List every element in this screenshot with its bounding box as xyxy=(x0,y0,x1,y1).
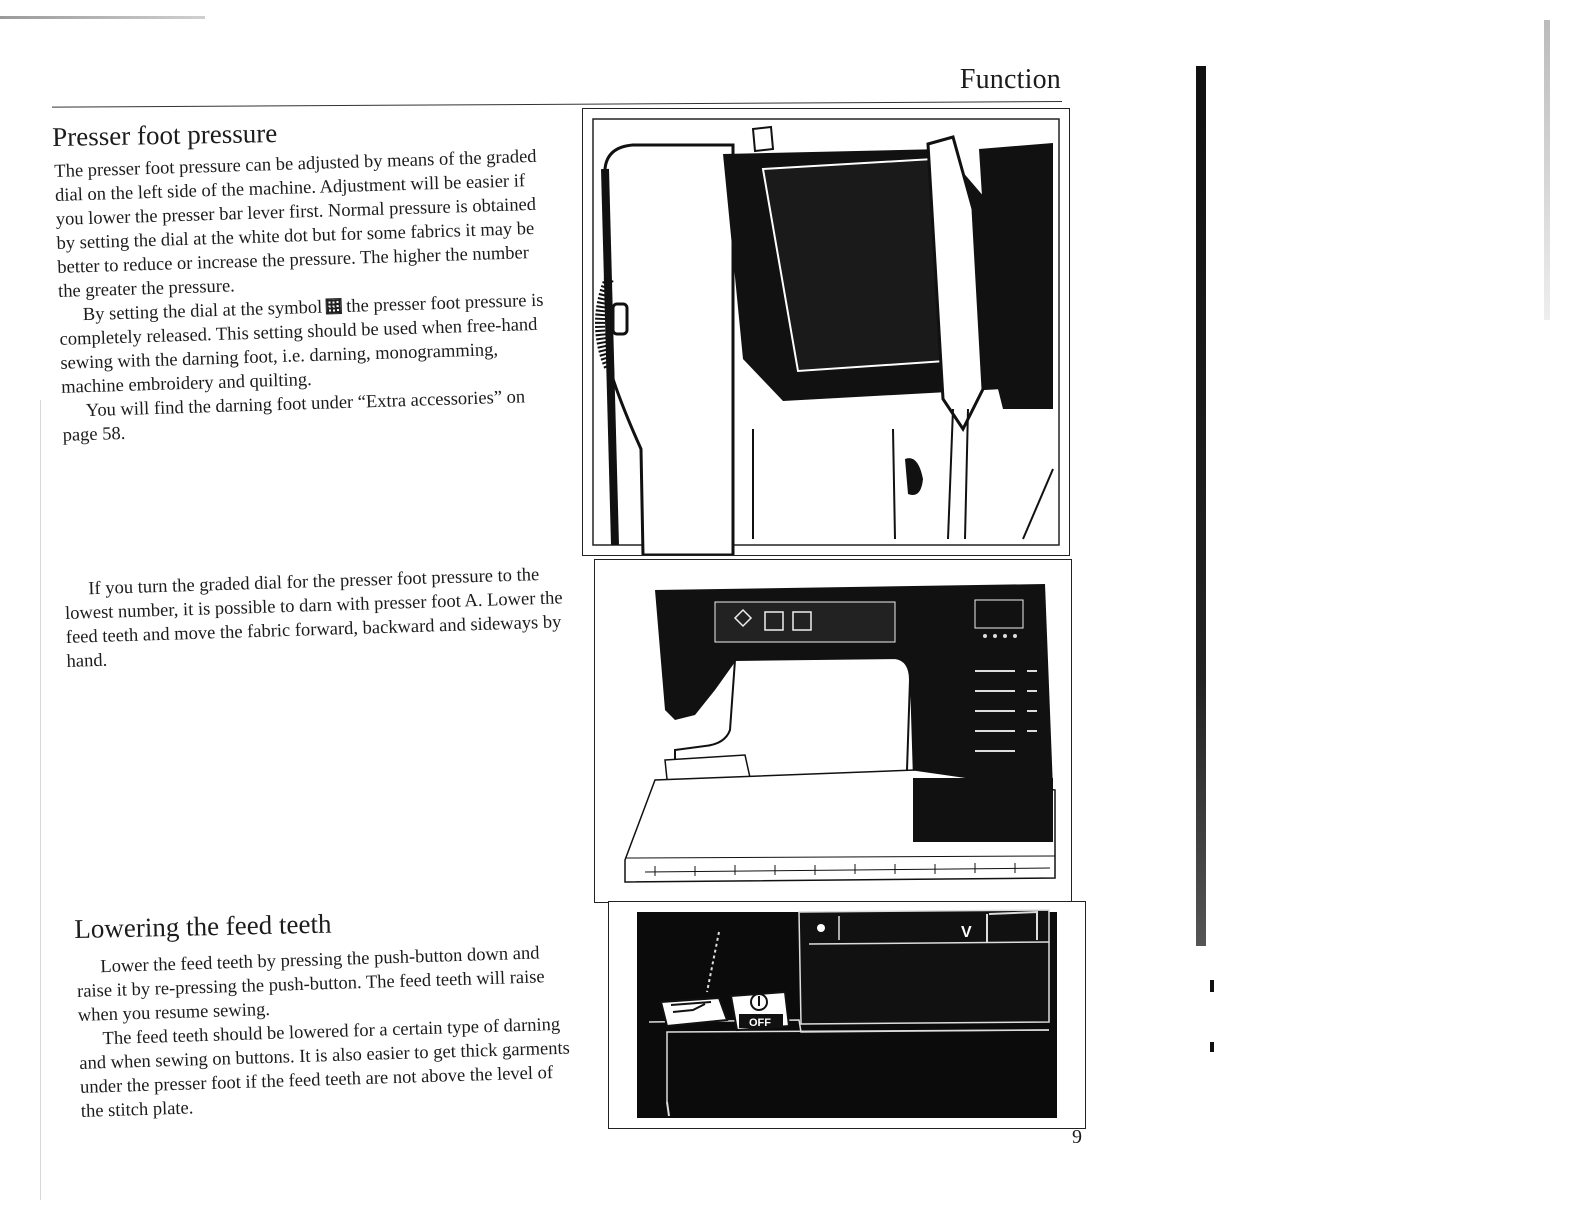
paragraph: The feed teeth should be lowered for a c… xyxy=(79,1014,571,1122)
pressure-release-symbol-icon xyxy=(325,298,343,315)
section-body-darning: If you turn the graded dial for the pres… xyxy=(64,562,567,674)
scan-artifact-mark xyxy=(1210,980,1214,992)
section-heading-lowering-feed-teeth: Lowering the feed teeth xyxy=(74,908,332,944)
header-rule xyxy=(52,101,1063,108)
figure-sewing-machine xyxy=(594,559,1072,903)
figure-pressure-dial xyxy=(582,108,1070,556)
page-number: 9 xyxy=(1072,1126,1082,1148)
scan-artifact-top xyxy=(0,16,205,19)
feed-teeth-symbol-button xyxy=(659,996,729,1028)
off-push-button: OFF xyxy=(729,990,791,1032)
figure-feed-teeth-button: V OFF xyxy=(608,901,1086,1129)
illustration-machine-side xyxy=(583,109,1069,555)
page-header-title: Function xyxy=(959,64,1061,95)
scan-artifact-mark xyxy=(1210,1042,1214,1052)
illustration-sewing-machine xyxy=(595,560,1071,902)
section-body-lowering-feed-teeth: Lower the feed teeth by pressing the pus… xyxy=(76,940,581,1124)
paragraph: If you turn the graded dial for the pres… xyxy=(64,565,563,672)
paragraph: The presser foot pressure can be adjuste… xyxy=(54,146,537,302)
illustration-push-button: V OFF xyxy=(609,902,1085,1128)
scan-artifact-binding-shadow xyxy=(1196,66,1206,946)
section-body-presser-foot-pressure: The presser foot pressure can be adjuste… xyxy=(54,145,553,448)
scan-artifact-far-edge xyxy=(1544,20,1550,320)
scan-artifact-left-edge xyxy=(40,400,41,1200)
indicator-letter: V xyxy=(961,924,972,941)
paragraph-text: By setting the dial at the symbol xyxy=(82,297,323,326)
section-heading-presser-foot-pressure: Presser foot pressure xyxy=(52,118,278,152)
off-button-label: OFF xyxy=(749,1017,771,1029)
